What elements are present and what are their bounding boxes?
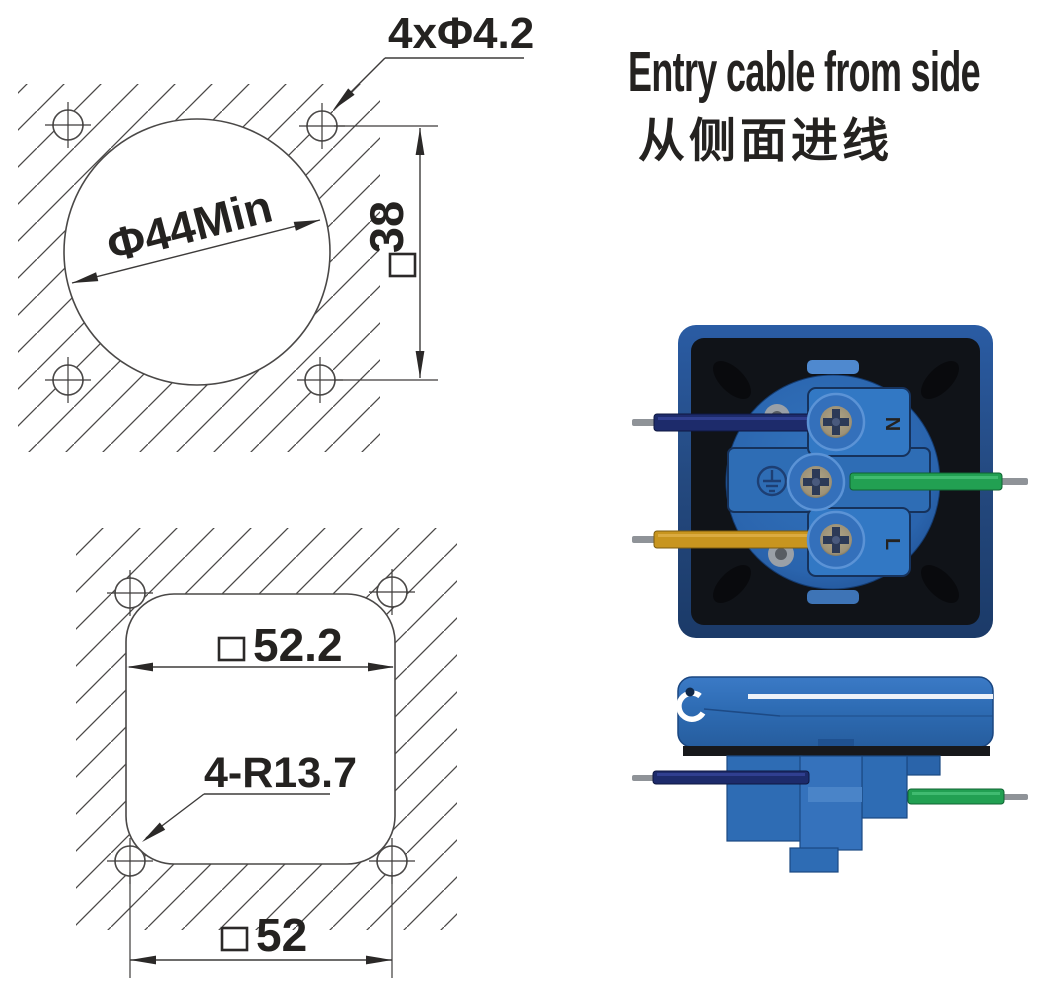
mount-hole — [45, 357, 91, 403]
gasket — [683, 746, 990, 756]
hinge-pin — [685, 687, 695, 697]
title-english: Entry cable from side — [628, 40, 981, 104]
annotation-block: Entry cable from side 从侧面进线 — [628, 40, 1062, 167]
leader-arrowhead — [333, 88, 355, 110]
bottom-latch-tab — [807, 590, 859, 604]
outer-width-dimension: 52 — [129, 872, 393, 978]
wire-lead — [632, 775, 656, 781]
wire-lead — [632, 419, 658, 426]
square-symbol-icon — [388, 252, 417, 278]
holes-callout: 4xΦ4.2 — [333, 9, 534, 110]
live-mark: L — [881, 538, 903, 550]
neutral-wire — [632, 413, 815, 432]
socket-side-view — [632, 676, 1028, 873]
mount-hole — [107, 570, 153, 616]
corner-shadows — [713, 361, 959, 603]
earth-wire-side — [907, 788, 1028, 805]
lid-seam — [748, 694, 993, 699]
face-plate-side — [677, 676, 994, 748]
holes-label: 4xΦ4.2 — [388, 9, 534, 58]
wire-lead — [632, 536, 658, 543]
mount-hole — [369, 569, 415, 615]
live-wire — [632, 530, 815, 549]
circular-cutout-drawing: 4xΦ4.2 Φ44Min 38 — [18, 9, 534, 452]
mount-hole — [45, 102, 91, 148]
socket-rear-view: N L — [632, 325, 1028, 638]
square-symbol-icon — [217, 636, 246, 662]
top-latch-tab — [807, 360, 859, 374]
panel-hole-circle — [63, 118, 331, 386]
height-dimension: 38 — [334, 125, 438, 381]
outer-width-label: 52 — [256, 909, 307, 961]
corner-radius-label: 4-R13.7 — [204, 749, 357, 797]
wire-lead — [1002, 794, 1028, 800]
neutral-mark: N — [881, 417, 903, 431]
corner-radius-callout: 4-R13.7 — [142, 749, 357, 842]
earth-icon — [756, 465, 788, 497]
neutral-wire-side — [632, 770, 810, 785]
leader-arrowhead — [142, 822, 166, 842]
lid-edge — [703, 708, 781, 717]
inner-width-dimension: 52.2 — [127, 619, 394, 672]
square-symbol-icon — [220, 926, 249, 952]
terminal-screws — [786, 392, 866, 570]
socket-body-side — [726, 755, 941, 873]
height-dim-label: 38 — [360, 201, 413, 253]
earth-wire — [849, 472, 1028, 491]
plate-notch — [818, 739, 854, 747]
panel-hole-square — [125, 593, 396, 865]
wire-lead — [1000, 478, 1028, 485]
inner-width-label: 52.2 — [253, 619, 343, 671]
title-chinese: 从侧面进线 — [638, 114, 893, 167]
square-cutout-drawing: 52.2 4-R13.7 52 — [76, 528, 457, 978]
